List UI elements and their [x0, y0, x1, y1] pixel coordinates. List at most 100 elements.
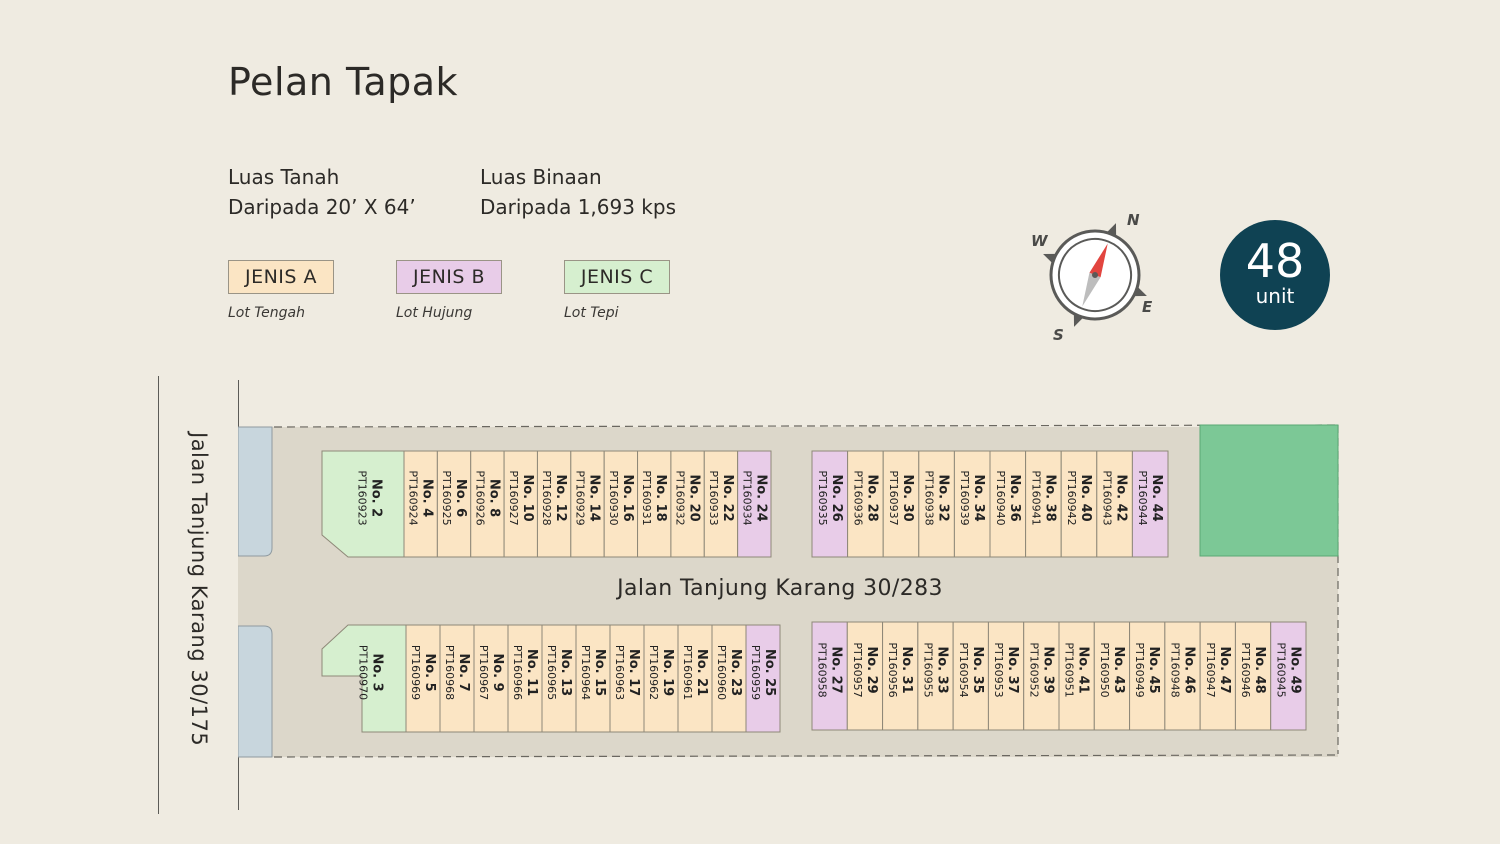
- legend-jenis-c-description: Lot Tepi: [564, 305, 619, 321]
- lot-title-number: PT160937: [887, 470, 900, 525]
- lot-title-number: PT160950: [1098, 642, 1111, 697]
- reserve-area-bottom: [238, 625, 273, 758]
- legend-jenis-a-swatch: JENIS A: [228, 260, 334, 294]
- lot-number: No. 34: [971, 474, 986, 521]
- lot-title-number: PT160927: [507, 470, 520, 525]
- lot-number: No. 37: [1005, 646, 1020, 693]
- lot-number: No. 28: [864, 474, 879, 521]
- lot-number: No. 45: [1146, 646, 1161, 693]
- lot-title-number: PT160968: [443, 645, 456, 700]
- lot-title-number: PT160938: [923, 470, 936, 525]
- legend-jenis-b-description: Lot Hujung: [396, 305, 473, 321]
- lot-title-number: PT160957: [851, 642, 864, 697]
- lot-title-number: PT160964: [579, 645, 592, 700]
- unit-count-label: unit: [1255, 284, 1295, 308]
- lot-title-number: PT160936: [851, 470, 864, 525]
- lot-number: No. 8: [486, 479, 501, 517]
- side-road-label: Jalan Tanjung Karang 30/175: [187, 432, 211, 747]
- lot-number: No. 11: [524, 649, 539, 696]
- built-area-info: Luas Binaan Daripada 1,693 kps: [480, 162, 676, 222]
- lot-title-number: PT160945: [1274, 642, 1287, 697]
- lot-number: No. 41: [1076, 646, 1091, 693]
- lot-number: No. 4: [420, 479, 435, 517]
- lot-number: No. 22: [720, 474, 735, 521]
- lot-number: No. 13: [558, 649, 573, 696]
- lot-number: No. 49: [1287, 646, 1302, 693]
- lot-number: No. 5: [422, 653, 437, 691]
- legend-jenis-a: JENIS A Lot Tengah: [228, 260, 334, 321]
- lot-number: No. 47: [1217, 646, 1232, 693]
- lot-title-number: PT160960: [715, 645, 728, 700]
- compass-south-label: S: [1053, 326, 1064, 344]
- green-open-space: [1199, 424, 1339, 557]
- compass-icon: N E S W: [1031, 211, 1153, 344]
- lot-no25: [745, 624, 781, 733]
- lot-number: No. 10: [520, 474, 535, 521]
- lot-number: No. 48: [1252, 646, 1267, 693]
- lot-number: No. 30: [900, 474, 915, 521]
- lot-number: No. 25: [762, 649, 777, 696]
- lot-title-number: PT160952: [1027, 642, 1040, 697]
- lot-title-number: PT160932: [674, 470, 687, 525]
- lot-number: No. 2: [369, 479, 384, 517]
- main-road-label: Jalan Tanjung Karang 30/283: [617, 576, 943, 601]
- lot-number: No. 7: [456, 653, 471, 691]
- lot-number: No. 27: [829, 646, 844, 693]
- lot-number: No. 21: [694, 649, 709, 696]
- lot-number: No. 36: [1007, 474, 1022, 521]
- page-title: Pelan Tapak: [228, 60, 459, 104]
- lot-number: No. 23: [728, 649, 743, 696]
- lot-title-number: PT160947: [1204, 642, 1217, 697]
- lot-title-number: PT160931: [640, 470, 653, 525]
- lot-number: No. 16: [620, 474, 635, 521]
- legend-jenis-b-swatch: JENIS B: [396, 260, 502, 294]
- unit-count-number: 48: [1245, 234, 1305, 288]
- lot-no24: [737, 450, 772, 558]
- lot-title-number: PT160958: [816, 642, 829, 697]
- lot-title-number: PT160943: [1101, 470, 1114, 525]
- lot-no44: [1131, 450, 1169, 558]
- lot-title-number: PT160925: [440, 470, 453, 525]
- lot-title-number: PT160967: [477, 645, 490, 700]
- lot-title-number: PT160948: [1169, 642, 1182, 697]
- legend-jenis-a-description: Lot Tengah: [228, 305, 305, 321]
- compass-east-label: E: [1142, 298, 1153, 316]
- lot-no49: [1270, 621, 1307, 731]
- lot-number: No. 17: [626, 649, 641, 696]
- land-area-info: Luas Tanah Daripada 20’ X 64’: [228, 162, 416, 222]
- lot-number: No. 18: [653, 474, 668, 521]
- lot-number: No. 19: [660, 649, 675, 696]
